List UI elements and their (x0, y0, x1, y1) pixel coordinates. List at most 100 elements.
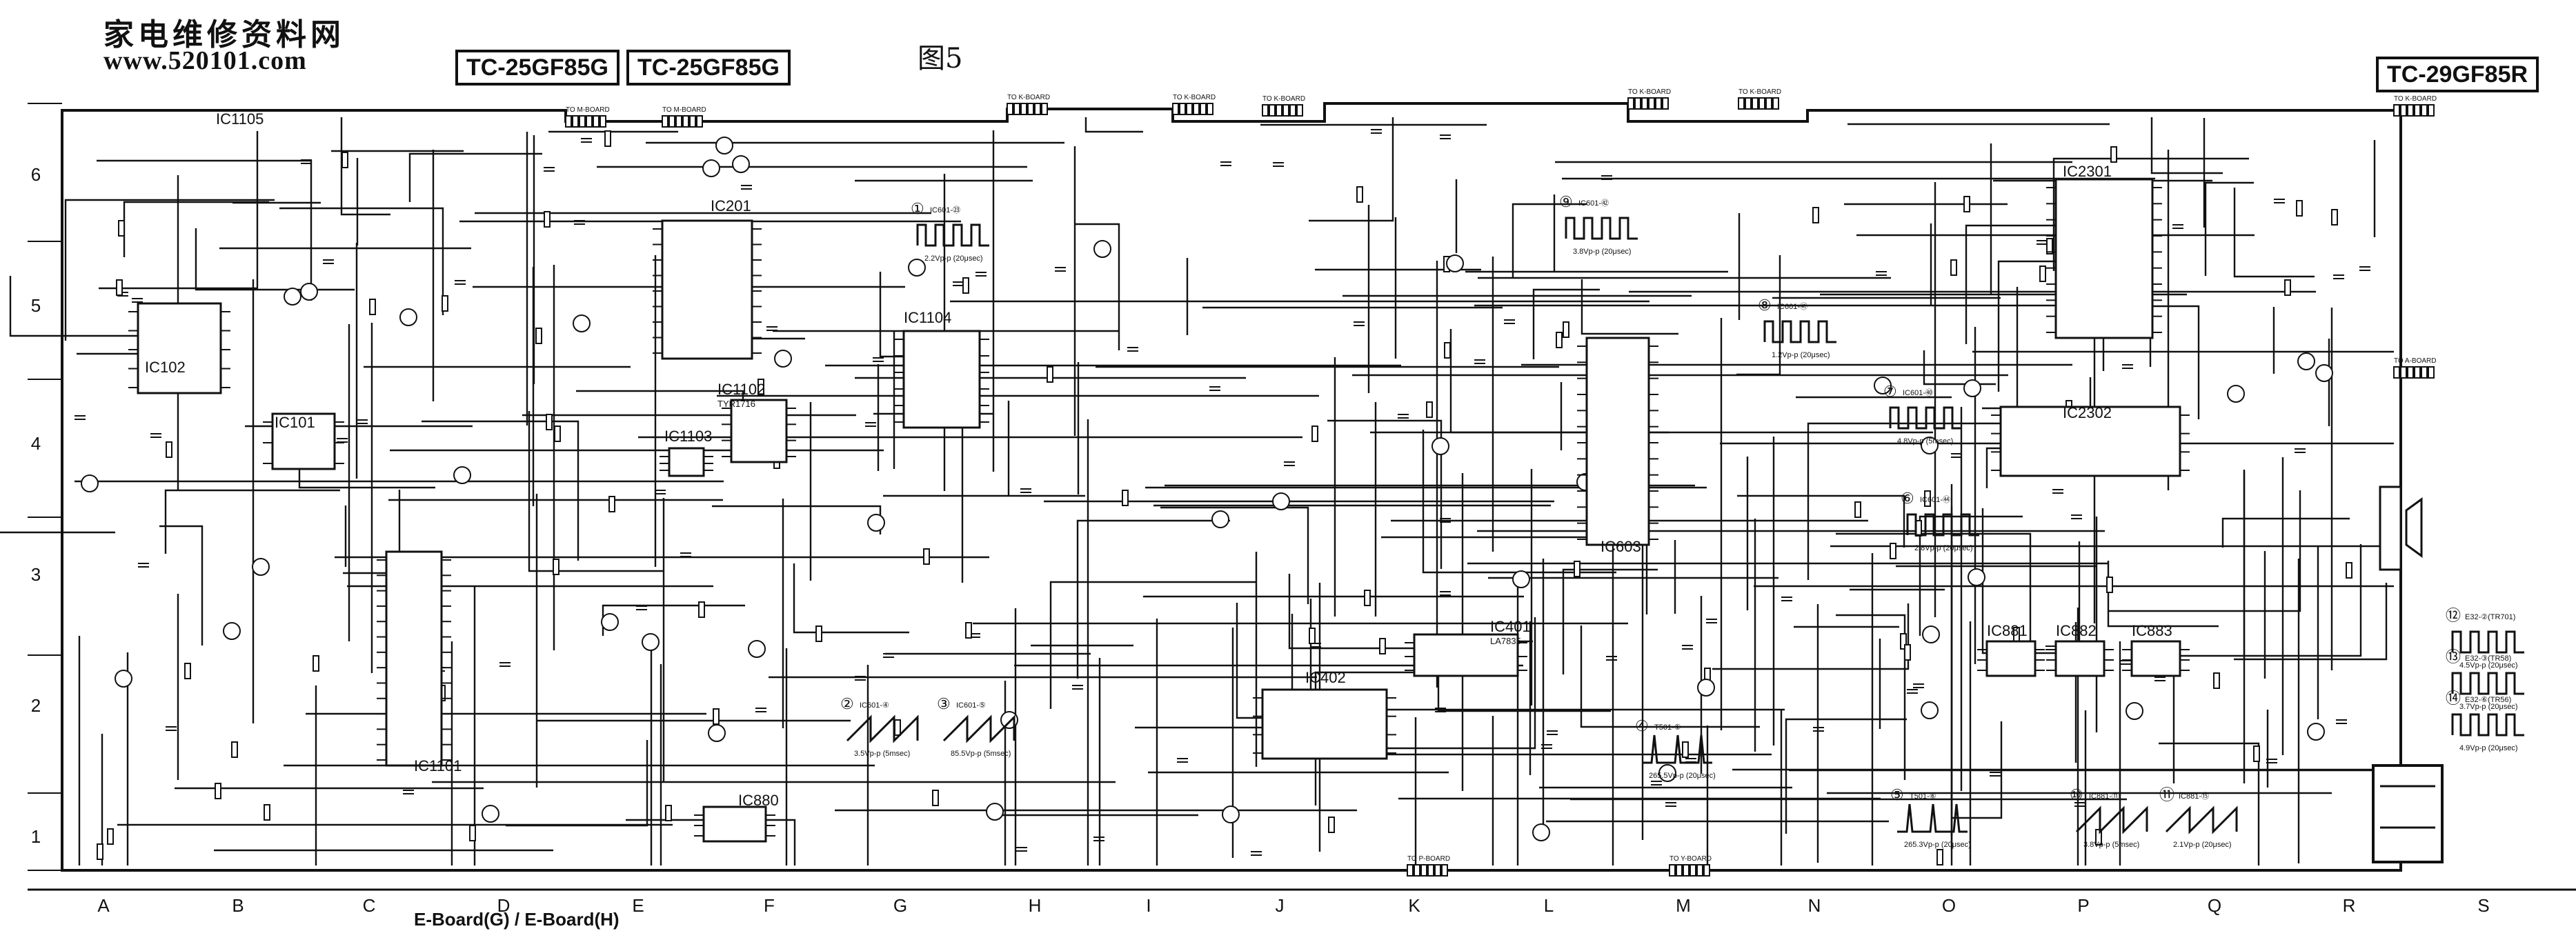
waveform-label: IC601-㊵ (1903, 388, 1933, 397)
waveform-value: 1.2Vp-p (20μsec) (1772, 351, 1830, 359)
waveform-number: ⑪ (2159, 786, 2174, 803)
waveform-value: 85.5Vp-p (5msec) (951, 750, 1011, 758)
grid-col-letter: D (497, 895, 511, 916)
connector-label: TO P-BOARD (1407, 855, 1450, 863)
grid-row-number: 2 (31, 695, 41, 716)
grid-col-letter: N (1808, 895, 1821, 916)
waveform-label: IC601-㊹ (1920, 495, 1950, 504)
ic-block: IC880 (694, 792, 779, 843)
right-side-symbols (2372, 485, 2444, 863)
connector-block: TO M-BOARD (662, 106, 706, 128)
waveform-value: 265.5Vp-p (20μsec) (1649, 772, 1716, 780)
grid-col-letter: A (97, 895, 110, 916)
ic-block: IC1103 (660, 428, 713, 477)
connector-block: TO K-BOARD (1262, 95, 1305, 117)
waveform-value: 2.2Vp-p (20μsec) (924, 254, 983, 263)
waveform-number: ⑦ (1883, 383, 1897, 400)
ic-blocks: IC1105IC102IC101IC201IC1102TYR1716IC1103… (128, 110, 2190, 843)
waveform-value: 2.8Vp-p (20μsec) (1914, 544, 1973, 552)
connector-blocks: TO M-BOARD TO M-BOARD TO K-BOARD TO K-BOARD… (565, 88, 2437, 877)
waveform-number: ① (911, 200, 924, 217)
ic-reference-label: IC102 (145, 359, 186, 376)
connector-block: TO K-BOARD (1172, 94, 1216, 115)
grid-col-letter: S (2477, 895, 2489, 916)
grid-col-letter: L (1544, 895, 1554, 916)
connector-block: TO K-BOARD (1007, 94, 1050, 115)
connector-block: TO M-BOARD (565, 106, 610, 128)
ic-block: IC883 (2122, 622, 2190, 677)
schematic-frame (28, 102, 2576, 891)
ic-reference-label: IC881 (1987, 622, 2028, 639)
grid-col-letter: P (2077, 895, 2089, 916)
ic-block: IC1104 (894, 309, 989, 429)
grid-col-letter: E (632, 895, 644, 916)
waveform-label: IC601-㊷ (1578, 199, 1609, 208)
waveform-value: 3.8Vp-p (5msec) (2083, 841, 2139, 849)
ic-reference-label: IC1102 (717, 381, 765, 398)
waveform-number: ② (840, 695, 854, 712)
grid-col-letter: R (2343, 895, 2356, 916)
grid-col-letter: B (232, 895, 244, 916)
connector-label: TO M-BOARD (566, 106, 610, 114)
waveform-label: T501-① (1654, 723, 1681, 732)
connector-label: TO A-BOARD (2394, 357, 2437, 365)
connector-label: TO K-BOARD (1262, 95, 1305, 103)
ic-block: IC2301 (2046, 163, 2162, 339)
connector-block: TO K-BOARD (2393, 95, 2437, 117)
ic-reference-label: IC603 (1601, 538, 1641, 555)
figure-label: 图5 (918, 43, 963, 74)
waveform-label: E32-⑥(TR56) (2465, 696, 2511, 704)
ic-reference-label: IC402 (1305, 669, 1346, 686)
waveform-value: 3.5Vp-p (5msec) (854, 750, 910, 758)
waveform-label: E32-②(TR701) (2465, 613, 2515, 621)
waveform-number: ⑥ (1901, 490, 1914, 507)
waveform-value: 265.3Vp-p (20μsec) (1904, 841, 1971, 849)
ic-reference-label: IC2301 (2063, 163, 2112, 180)
ic-reference-label: IC1104 (904, 309, 951, 326)
waveform-value: 4.9Vp-p (20μsec) (2459, 744, 2518, 752)
ic-block: IC2302 (1991, 404, 2190, 477)
grid-col-letter: O (1942, 895, 1956, 916)
connector-block: TO P-BOARD (1407, 855, 1450, 877)
grid-row-number: 4 (31, 433, 41, 454)
connector-block: TO K-BOARD (1627, 88, 1671, 110)
connector-label: TO K-BOARD (1738, 88, 1781, 96)
waveform-number: ⑬ (2446, 648, 2461, 665)
grid-col-letter: H (1029, 895, 1042, 916)
waveform-number: ③ (937, 695, 951, 712)
waveform-number: ⑤ (1890, 786, 1904, 803)
connector-block: TO K-BOARD (1738, 88, 1781, 110)
grid-row-number: 3 (31, 564, 41, 585)
connector-label: TO M-BOARD (662, 106, 706, 114)
ic-reference-label: IC1101 (414, 757, 462, 774)
waveform-value: 2.1Vp-p (20μsec) (2173, 841, 2232, 849)
grid-col-letter: M (1676, 895, 1691, 916)
grid-col-letter: G (893, 895, 907, 916)
waveform-value: 3.7Vp-p (20μsec) (2459, 703, 2518, 711)
waveform-label: E32-③(TR58) (2465, 654, 2511, 663)
connector-label: TO Y-BOARD (1670, 855, 1712, 863)
grid-col-letter: I (1146, 895, 1151, 916)
grid-col-letter: F (764, 895, 775, 916)
waveform-label: IC601-㉓ (930, 206, 960, 214)
connector-label: TO K-BOARD (1007, 94, 1050, 101)
waveform-number: ⑧ (1758, 297, 1772, 314)
watermark-site-name: 家电维修资料网 (103, 17, 345, 52)
connector-label: TO K-BOARD (1628, 88, 1671, 96)
waveform-inset: ⑭ E32-⑥(TR56) 4.9Vp-p (20μsec) (2446, 690, 2524, 752)
waveform-number: ⑭ (2446, 690, 2461, 707)
model-label-left-1: TC-25GF85G (455, 50, 620, 86)
waveform-number: ⑫ (2446, 607, 2461, 624)
grid-col-letter: J (1276, 895, 1285, 916)
waveform-label: IC601-⑤ (956, 701, 986, 710)
